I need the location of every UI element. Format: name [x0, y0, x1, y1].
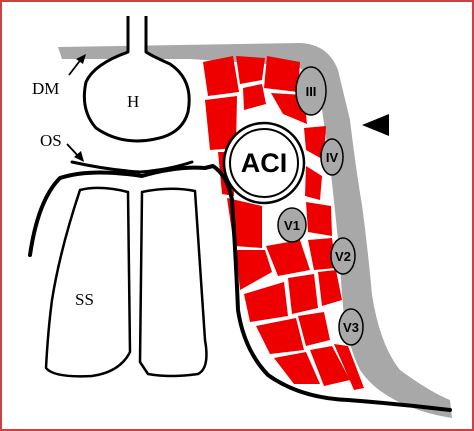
sinus-compartment	[310, 346, 350, 386]
sinus-compartment	[305, 166, 322, 200]
label-v3: V3	[343, 320, 359, 335]
sphenoid-sinus-right-cell	[138, 187, 208, 378]
label-os: OS	[40, 131, 62, 150]
arrow-dm-head	[76, 54, 86, 64]
sinus-compartment	[298, 312, 330, 346]
sinus-compartment	[274, 352, 320, 384]
sphenoid-outline	[28, 164, 452, 412]
label-v2: V2	[335, 249, 351, 264]
sinus-compartment	[334, 344, 364, 390]
sinus-compartment	[205, 96, 237, 150]
sphenoid-sinus-left-cell	[44, 186, 132, 378]
label-h: H	[127, 92, 139, 111]
label-aci: ACI	[241, 148, 288, 178]
sinus-compartment	[236, 56, 265, 84]
sinus-compartment	[203, 56, 239, 96]
nerve-iii	[295, 66, 327, 116]
label-dm: DM	[32, 79, 59, 98]
sinus-compartment	[236, 250, 272, 290]
nerve-v3	[338, 308, 364, 346]
arrow-os-head	[74, 151, 84, 162]
nerve-v2	[330, 237, 356, 275]
label-v1: V1	[284, 218, 300, 233]
sinus-compartment	[243, 84, 266, 110]
label-iii: III	[306, 84, 317, 99]
sinus-compartment	[318, 270, 342, 306]
sinus-compartment	[306, 202, 332, 236]
sinus-compartment	[308, 238, 336, 270]
nerve-iv	[320, 138, 344, 176]
sinus-compartment	[304, 126, 326, 160]
hypophysis-outline	[82, 16, 191, 143]
diaphragma-line	[70, 160, 194, 174]
sinus-compartment	[256, 318, 304, 354]
arrowhead-marker	[362, 114, 389, 136]
label-ss: SS	[75, 290, 94, 309]
sinus-compartment	[244, 282, 288, 322]
label-iv: IV	[326, 150, 339, 165]
carotid-inner-ring	[229, 128, 299, 198]
nerve-v1	[277, 207, 307, 243]
sinus-compartment	[264, 56, 300, 92]
sinus-compartment	[288, 274, 318, 314]
sinus-compartment	[266, 240, 310, 276]
